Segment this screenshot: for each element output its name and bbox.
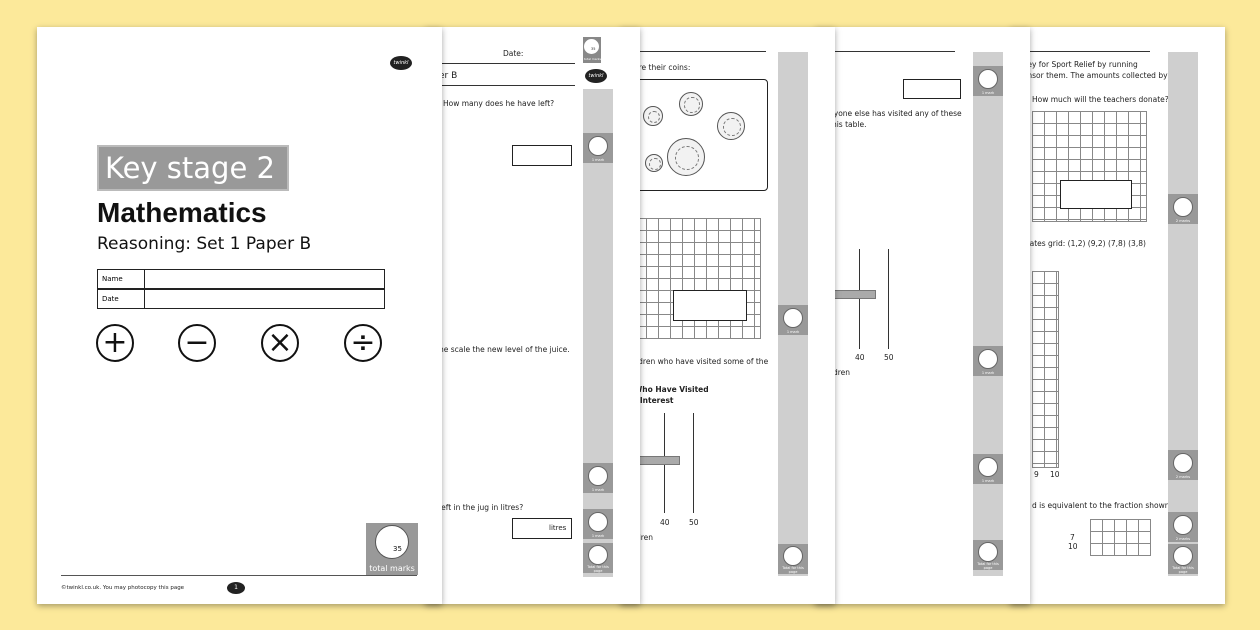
answer-unit: litres — [549, 524, 567, 532]
date-label: Date: — [503, 49, 524, 58]
header-rule — [1010, 51, 1150, 52]
chart-title: f Interest — [634, 396, 674, 405]
margin-bar: 1 mark 1 mark 1 mark Total for this page — [973, 52, 1003, 576]
coin-image — [679, 92, 703, 116]
page-total-box: Total for this page — [583, 543, 613, 573]
question-text: oney for Sport Relief by running — [1018, 60, 1138, 69]
answer-box[interactable] — [903, 79, 961, 99]
bar-grid — [1032, 111, 1147, 222]
question-text: he scale the new level of the juice. — [439, 345, 570, 354]
mark-box: 2 marks — [1168, 450, 1198, 480]
question-text: dinates grid: (1,2) (9,2) (7,8) (3,8) — [1018, 239, 1146, 248]
name-label: Name — [98, 270, 145, 288]
page-total-box: Total for this page — [1168, 544, 1198, 574]
name-field[interactable]: Name — [97, 269, 385, 289]
coins-box — [634, 79, 768, 191]
question-text: d is equivalent to the fraction shown. — [1032, 501, 1172, 510]
mark-box: 1 mark — [973, 346, 1003, 376]
axis-tick: 40 — [660, 518, 670, 527]
axis-tick: 10 — [1050, 470, 1060, 479]
footer-rule — [61, 575, 417, 576]
page-total-box: Total for this page — [973, 540, 1003, 570]
worksheet-page-3: are their coins: ildren who have visited… — [620, 27, 835, 604]
axis-tick: 9 — [1034, 470, 1039, 479]
fraction-grid — [1090, 519, 1151, 556]
mark-box: 1 mark — [973, 454, 1003, 484]
chart-title: Who Have Visited — [634, 385, 709, 394]
paper-subtitle: Reasoning: Set 1 Paper B — [97, 234, 312, 254]
margin-bar: 1 mark Total for this page — [778, 52, 808, 576]
header-rule — [815, 51, 955, 52]
mark-box: 1 mark — [973, 66, 1003, 96]
total-marks-box: 35 total marks — [366, 523, 418, 575]
twinkl-logo: twinkl — [585, 69, 607, 83]
plus-icon: + — [96, 324, 134, 362]
subject-title: Mathematics — [97, 197, 267, 228]
answer-box[interactable] — [1060, 180, 1132, 209]
question-text: How many does he have left? — [443, 99, 555, 108]
chart-bar — [829, 290, 876, 299]
coin-image — [643, 106, 663, 126]
coin-image — [645, 154, 663, 172]
paper-title-fragment: er B — [439, 71, 458, 81]
chart-gridline — [693, 413, 694, 513]
coordinate-grid — [1032, 271, 1059, 468]
worksheet-page-5: oney for Sport Relief by running ponsor … — [1010, 27, 1225, 604]
answer-box[interactable] — [512, 145, 572, 166]
worksheet-page-2: Date: er B How many does he have left? h… — [425, 27, 640, 604]
divide-icon: ÷ — [344, 324, 382, 362]
axis-tick: 50 — [884, 353, 894, 362]
minus-icon: − — [178, 324, 216, 362]
axis-label: dren — [833, 368, 851, 377]
date-label: Date — [98, 290, 145, 308]
axis-tick: 50 — [689, 518, 699, 527]
chart-bar — [634, 456, 680, 465]
mark-box: 2 marks — [1168, 512, 1198, 542]
mark-box: 1 mark — [778, 305, 808, 335]
coin-image — [667, 138, 705, 176]
fraction-denominator: 10 — [1068, 542, 1078, 551]
question-text: ponsor them. The amounts collected by — [1018, 71, 1168, 80]
question-text: ildren who have visited some of the — [634, 357, 769, 366]
page-total-box: Total for this page — [778, 544, 808, 574]
header-rule — [425, 63, 575, 64]
cover-page: twinkl Key stage 2 Mathematics Reasoning… — [37, 27, 442, 604]
mark-box: 1 mark — [583, 463, 613, 493]
coin-image — [717, 112, 745, 140]
question-text: this table. — [829, 120, 867, 129]
total-marks-box: 35 total marks — [583, 37, 601, 63]
answer-box[interactable] — [673, 290, 747, 321]
fraction-numerator: 7 — [1070, 533, 1075, 542]
question-text: left in the jug in litres? — [439, 503, 524, 512]
total-marks-label: total marks — [369, 564, 415, 573]
question-text: nyone else has visited any of these — [829, 109, 962, 118]
twinkl-logo: twinkl — [390, 56, 412, 70]
axis-tick: 40 — [855, 353, 865, 362]
copyright-footer: ©twinkl.co.uk. You may photocopy this pa… — [61, 585, 185, 591]
mark-box: 2 marks — [1168, 194, 1198, 224]
axis-label: dren — [636, 533, 654, 542]
mark-box: 1 mark — [583, 133, 613, 163]
answer-box[interactable]: litres — [512, 518, 572, 539]
mark-box: 1 mark — [583, 509, 613, 539]
margin-bar: 1 mark 1 mark 1 mark Total for this page — [583, 89, 613, 577]
page-number: 1 — [227, 582, 245, 594]
worksheet-page-4: ? nyone else has visited any of these th… — [815, 27, 1030, 604]
date-field[interactable]: Date — [97, 289, 385, 309]
margin-bar: 2 marks 2 marks 2 marks Total for this p… — [1168, 52, 1198, 576]
chart-gridline — [859, 249, 860, 349]
question-text: are their coins: — [634, 63, 691, 72]
multiply-icon: × — [261, 324, 299, 362]
header-rule — [425, 85, 575, 86]
header-rule — [620, 51, 766, 52]
question-text: How much will the teachers donate? — [1032, 95, 1169, 104]
total-marks-value: 35 — [393, 545, 402, 553]
chart-gridline — [888, 249, 889, 349]
key-stage-banner: Key stage 2 — [97, 145, 289, 191]
